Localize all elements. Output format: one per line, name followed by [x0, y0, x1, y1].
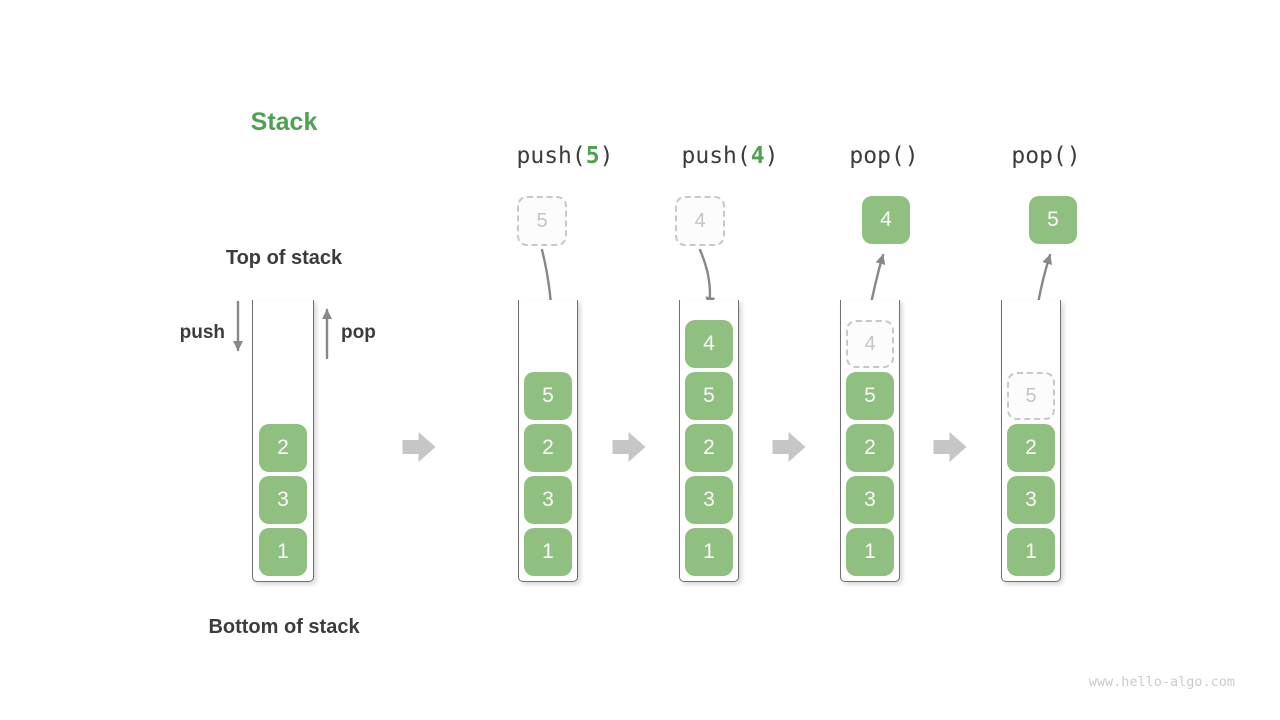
stack-item-ghost: 4	[846, 320, 894, 368]
push-4-curve-arrow	[698, 248, 716, 308]
flow-arrow-icon	[772, 432, 806, 462]
stack-item: 1	[685, 528, 733, 576]
watermark: www.hello-algo.com	[1088, 674, 1235, 690]
stack-item: 3	[846, 476, 894, 524]
operation-prefix: push(	[516, 143, 586, 169]
operation-label: pop()	[1011, 143, 1080, 169]
stack-item: 3	[259, 476, 307, 524]
stack-item: 4	[685, 320, 733, 368]
stack-item: 3	[685, 476, 733, 524]
operation-label: push(4)	[682, 143, 779, 169]
stack-item: 5	[846, 372, 894, 420]
top-of-stack-label: Top of stack	[225, 247, 343, 269]
stack-item: 3	[1007, 476, 1055, 524]
floating-value-box-ghost: 5	[517, 196, 567, 246]
operation-prefix: pop(	[1011, 143, 1067, 169]
stack-item: 1	[259, 528, 307, 576]
push-label: push	[179, 322, 225, 343]
operation-arg: 4	[750, 143, 765, 169]
operation-label: push(5)	[517, 143, 614, 169]
floating-value-box-ghost: 4	[675, 196, 725, 246]
flow-arrow-icon	[933, 432, 967, 462]
flow-arrow-icon	[612, 432, 646, 462]
stack-item: 1	[846, 528, 894, 576]
operation-prefix: push(	[681, 143, 751, 169]
operation-label: pop()	[849, 143, 918, 169]
stack-item-ghost: 5	[1007, 372, 1055, 420]
stack-item: 1	[524, 528, 572, 576]
operation-suffix: )	[904, 143, 919, 169]
floating-value-box: 4	[862, 196, 910, 244]
stack-item: 2	[259, 424, 307, 472]
stack-item: 2	[685, 424, 733, 472]
flow-arrow-icon	[402, 432, 436, 462]
operation-suffix: )	[599, 143, 614, 169]
floating-value-box: 5	[1029, 196, 1077, 244]
stack-item: 2	[524, 424, 572, 472]
stack-item: 2	[846, 424, 894, 472]
stack-item: 2	[1007, 424, 1055, 472]
diagram-title: Stack	[250, 108, 318, 136]
pop-label: pop	[341, 322, 376, 343]
operation-arg: 5	[585, 143, 600, 169]
bottom-of-stack-label: Bottom of stack	[208, 616, 360, 638]
operation-suffix: )	[764, 143, 779, 169]
stack-item: 3	[524, 476, 572, 524]
stack-item: 5	[685, 372, 733, 420]
operation-prefix: pop(	[849, 143, 905, 169]
stack-item: 5	[524, 372, 572, 420]
stack-item: 1	[1007, 528, 1055, 576]
operation-suffix: )	[1066, 143, 1081, 169]
